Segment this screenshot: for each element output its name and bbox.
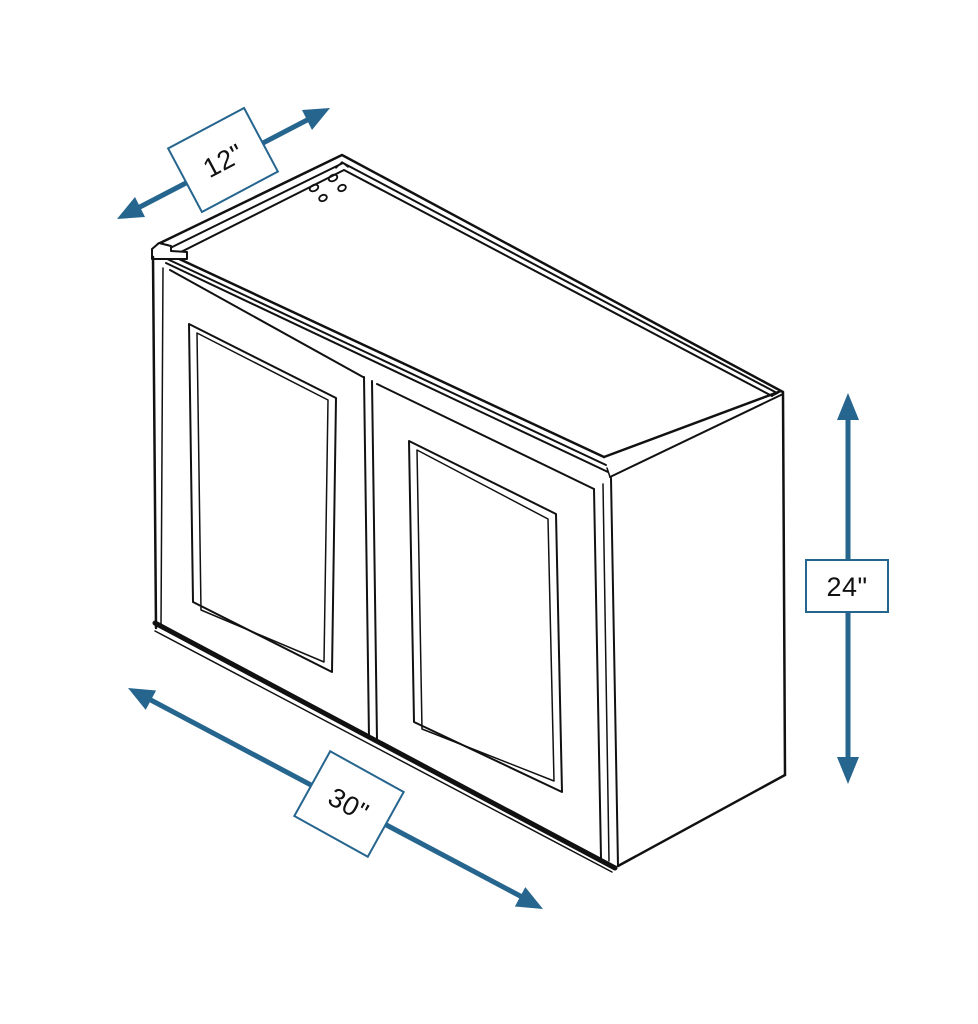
cabinet-left-edge-outer <box>151 255 158 630</box>
height-label-box: 24" <box>805 559 889 613</box>
dimension-depth: 12" <box>117 106 330 219</box>
cabinet-top-outer-edge <box>156 153 785 394</box>
screw-hole <box>327 173 339 183</box>
door-gap-line-left <box>363 376 370 739</box>
height-arrowhead-up-icon <box>837 393 859 420</box>
door-gap-line-right <box>371 380 378 741</box>
depth-label-box: 12" <box>166 106 280 214</box>
side-panel-top-edge-outer <box>602 389 783 459</box>
right-door-panel-outer <box>408 440 563 793</box>
width-label-frame <box>292 749 406 859</box>
width-arrowhead-up-left-icon <box>128 688 157 710</box>
depth-label-frame <box>166 106 280 214</box>
screw-hole <box>308 183 320 193</box>
depth-arrowhead-down-left-icon <box>117 197 145 219</box>
left-door-panel-outer <box>188 323 337 673</box>
side-panel-bottom-edge <box>616 773 787 868</box>
doors-bottom-edge <box>152 620 618 871</box>
cabinet-top-rim-line-2 <box>166 169 773 397</box>
cabinet-left-edge-inner <box>160 267 164 629</box>
screw-hole <box>337 183 347 193</box>
face-frame-rim-line-1 <box>162 256 607 466</box>
dimension-height: 24" <box>805 393 889 784</box>
right-door-top-edge <box>376 383 595 490</box>
left-door-top-edge <box>169 269 364 378</box>
side-panel-corner-step <box>606 467 611 478</box>
height-arrowhead-down-icon <box>837 757 859 784</box>
right-door-right-edge <box>593 488 602 859</box>
left-door-panel-inner <box>196 332 329 663</box>
right-door-panel-inner <box>416 449 555 782</box>
width-arrowhead-down-right-icon <box>514 887 543 909</box>
screw-holes <box>308 173 347 203</box>
face-frame-rim-line-2 <box>165 262 609 473</box>
screw-hole <box>318 193 328 203</box>
right-door-edge-thickness-line <box>602 483 610 862</box>
cabinet-line-art <box>151 153 787 873</box>
height-dimension-label: 24" <box>826 572 867 602</box>
side-panel-top-edge-inner <box>609 393 784 478</box>
cabinet-bottom-edge <box>154 630 613 873</box>
side-panel-front-edge <box>610 477 619 867</box>
depth-arrowhead-up-right-icon <box>302 108 330 130</box>
width-label-box: 30" <box>292 749 406 859</box>
cabinet-top-back-corner-notch <box>335 161 349 169</box>
side-panel-right-edge <box>781 391 787 777</box>
height-label-frame <box>805 559 889 613</box>
dimension-width: 30" <box>128 688 543 909</box>
cabinet-top-front-edge <box>158 248 606 459</box>
cabinet-back-left-corner-tab <box>151 242 188 260</box>
